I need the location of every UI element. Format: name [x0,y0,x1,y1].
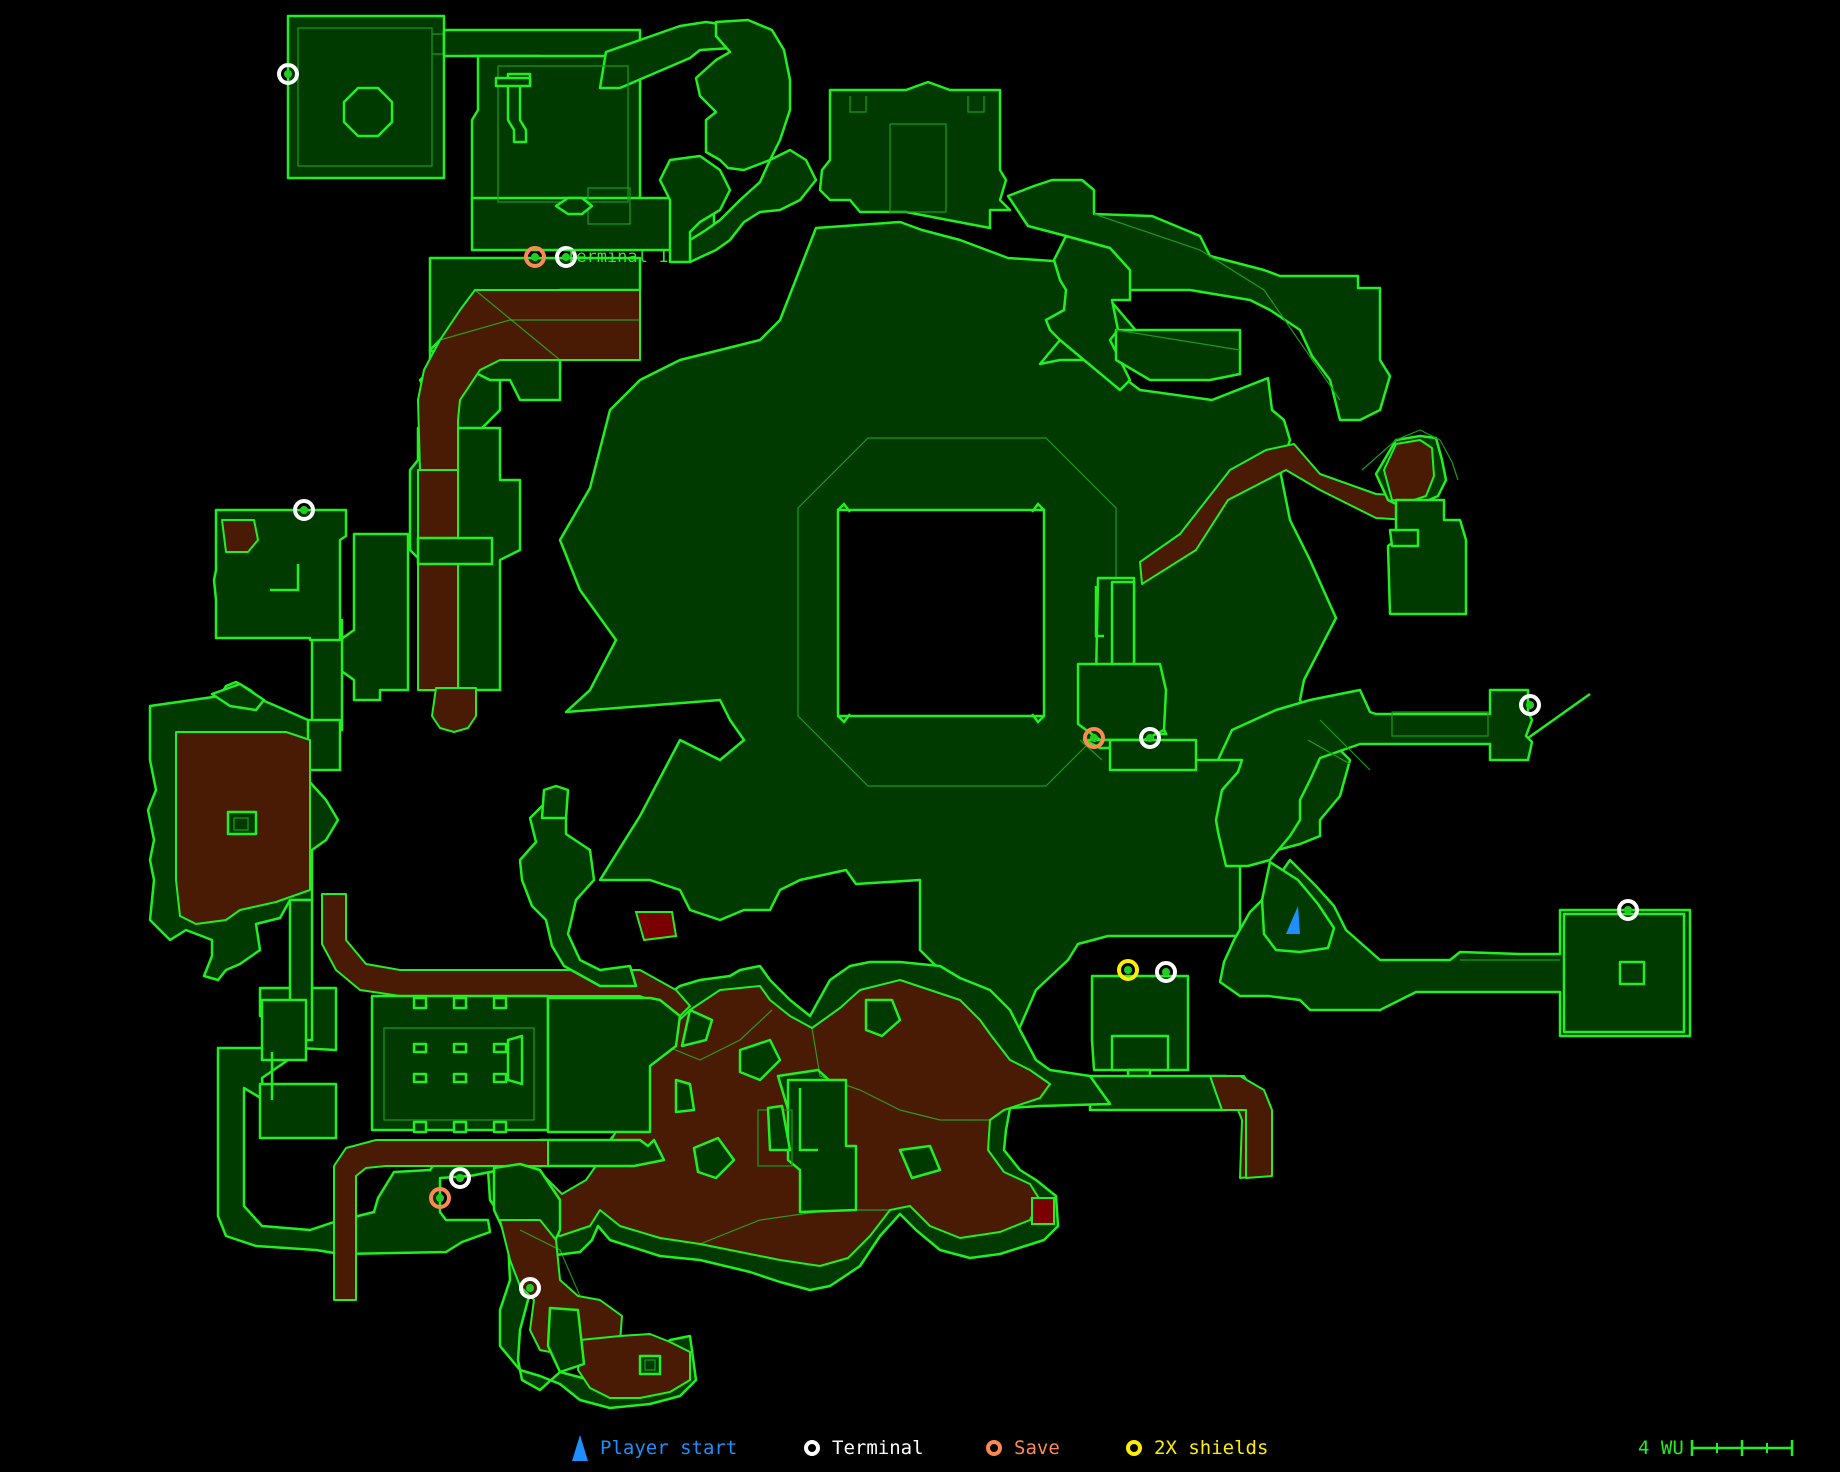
marker-center-dot [1124,966,1132,974]
terminal-area-label: Terminal 1 [566,247,668,267]
marker-center-dot [531,253,539,261]
sw-lava-pipe [321,893,691,1134]
marker-center-dot [456,1174,464,1182]
terminal-marker-icon[interactable] [1617,899,1639,921]
legend-shields[interactable]: 2X shields [1126,1432,1268,1464]
player-start-arrow-icon[interactable] [1286,906,1300,934]
marker-center-dot [1624,906,1632,914]
marker-center-dot [436,1194,444,1202]
lava-channel-nw [416,289,641,733]
legend-terminal[interactable]: Terminal [804,1432,924,1464]
north-corridor-1 [442,18,818,264]
marker-center-dot [562,253,570,261]
player-start-icon [572,1435,588,1461]
map-legend: Player start Terminal Save 2X shields [0,1432,1840,1464]
save-ring-icon [986,1440,1002,1456]
east-tower [1361,429,1468,616]
south-center-machinery [757,1078,858,1214]
marker-center-dot [526,1284,534,1292]
map-markers [277,63,1639,1299]
save-point-marker-icon[interactable] [524,246,546,268]
terminal-marker-icon[interactable] [293,499,315,521]
sw-lava-cave [492,1162,698,1410]
north-temple [818,80,1012,230]
ne-corridor [1006,178,1392,422]
west-room [212,508,348,642]
west-lava-chamber [146,680,340,982]
central-hall [558,220,1352,1038]
marker-center-dot [1162,968,1170,976]
legend-player-start-label: Player start [600,1437,738,1459]
east-lower-corridor [1218,858,1692,1038]
shield-pickup-marker-icon[interactable] [1117,959,1139,981]
scale-bar: 4 WU [1638,1432,1794,1464]
marker-center-dot [1526,701,1534,709]
marker-center-dot [284,70,292,78]
legend-save-label: Save [1014,1437,1060,1459]
terminal-marker-icon[interactable] [1155,961,1177,983]
east-lava-pipe [1088,1074,1273,1179]
terminal-marker-icon[interactable] [277,63,299,85]
terminal-ring-icon [804,1440,820,1456]
legend-player-start[interactable]: Player start [572,1432,737,1464]
marker-center-dot [1090,734,1098,742]
legend-shields-label: 2X shields [1154,1437,1269,1459]
shields-ring-icon [1126,1440,1142,1456]
terminal-marker-icon[interactable] [519,1277,541,1299]
terminal-marker-icon[interactable] [555,246,577,268]
save-point-marker-icon[interactable] [429,1187,451,1209]
legend-save[interactable]: Save [986,1432,1060,1464]
terminal-marker-icon[interactable] [1519,694,1541,716]
terminal-marker-icon[interactable] [449,1167,471,1189]
terminal-marker-icon[interactable] [1139,727,1161,749]
nw-square-room [286,14,446,180]
marker-center-dot [300,506,308,514]
scale-ruler-icon [1690,1440,1794,1456]
sw-loop-corridor [216,898,666,1301]
west-mid-cave [518,784,638,988]
scale-label: 4 WU [1638,1437,1684,1459]
marker-center-dot [1146,734,1154,742]
red-door-blocks [634,911,1055,1225]
legend-terminal-label: Terminal [832,1437,924,1459]
east-corridor [1108,688,1591,868]
central-lava-channel [1076,443,1421,750]
save-point-marker-icon[interactable] [1083,727,1105,749]
